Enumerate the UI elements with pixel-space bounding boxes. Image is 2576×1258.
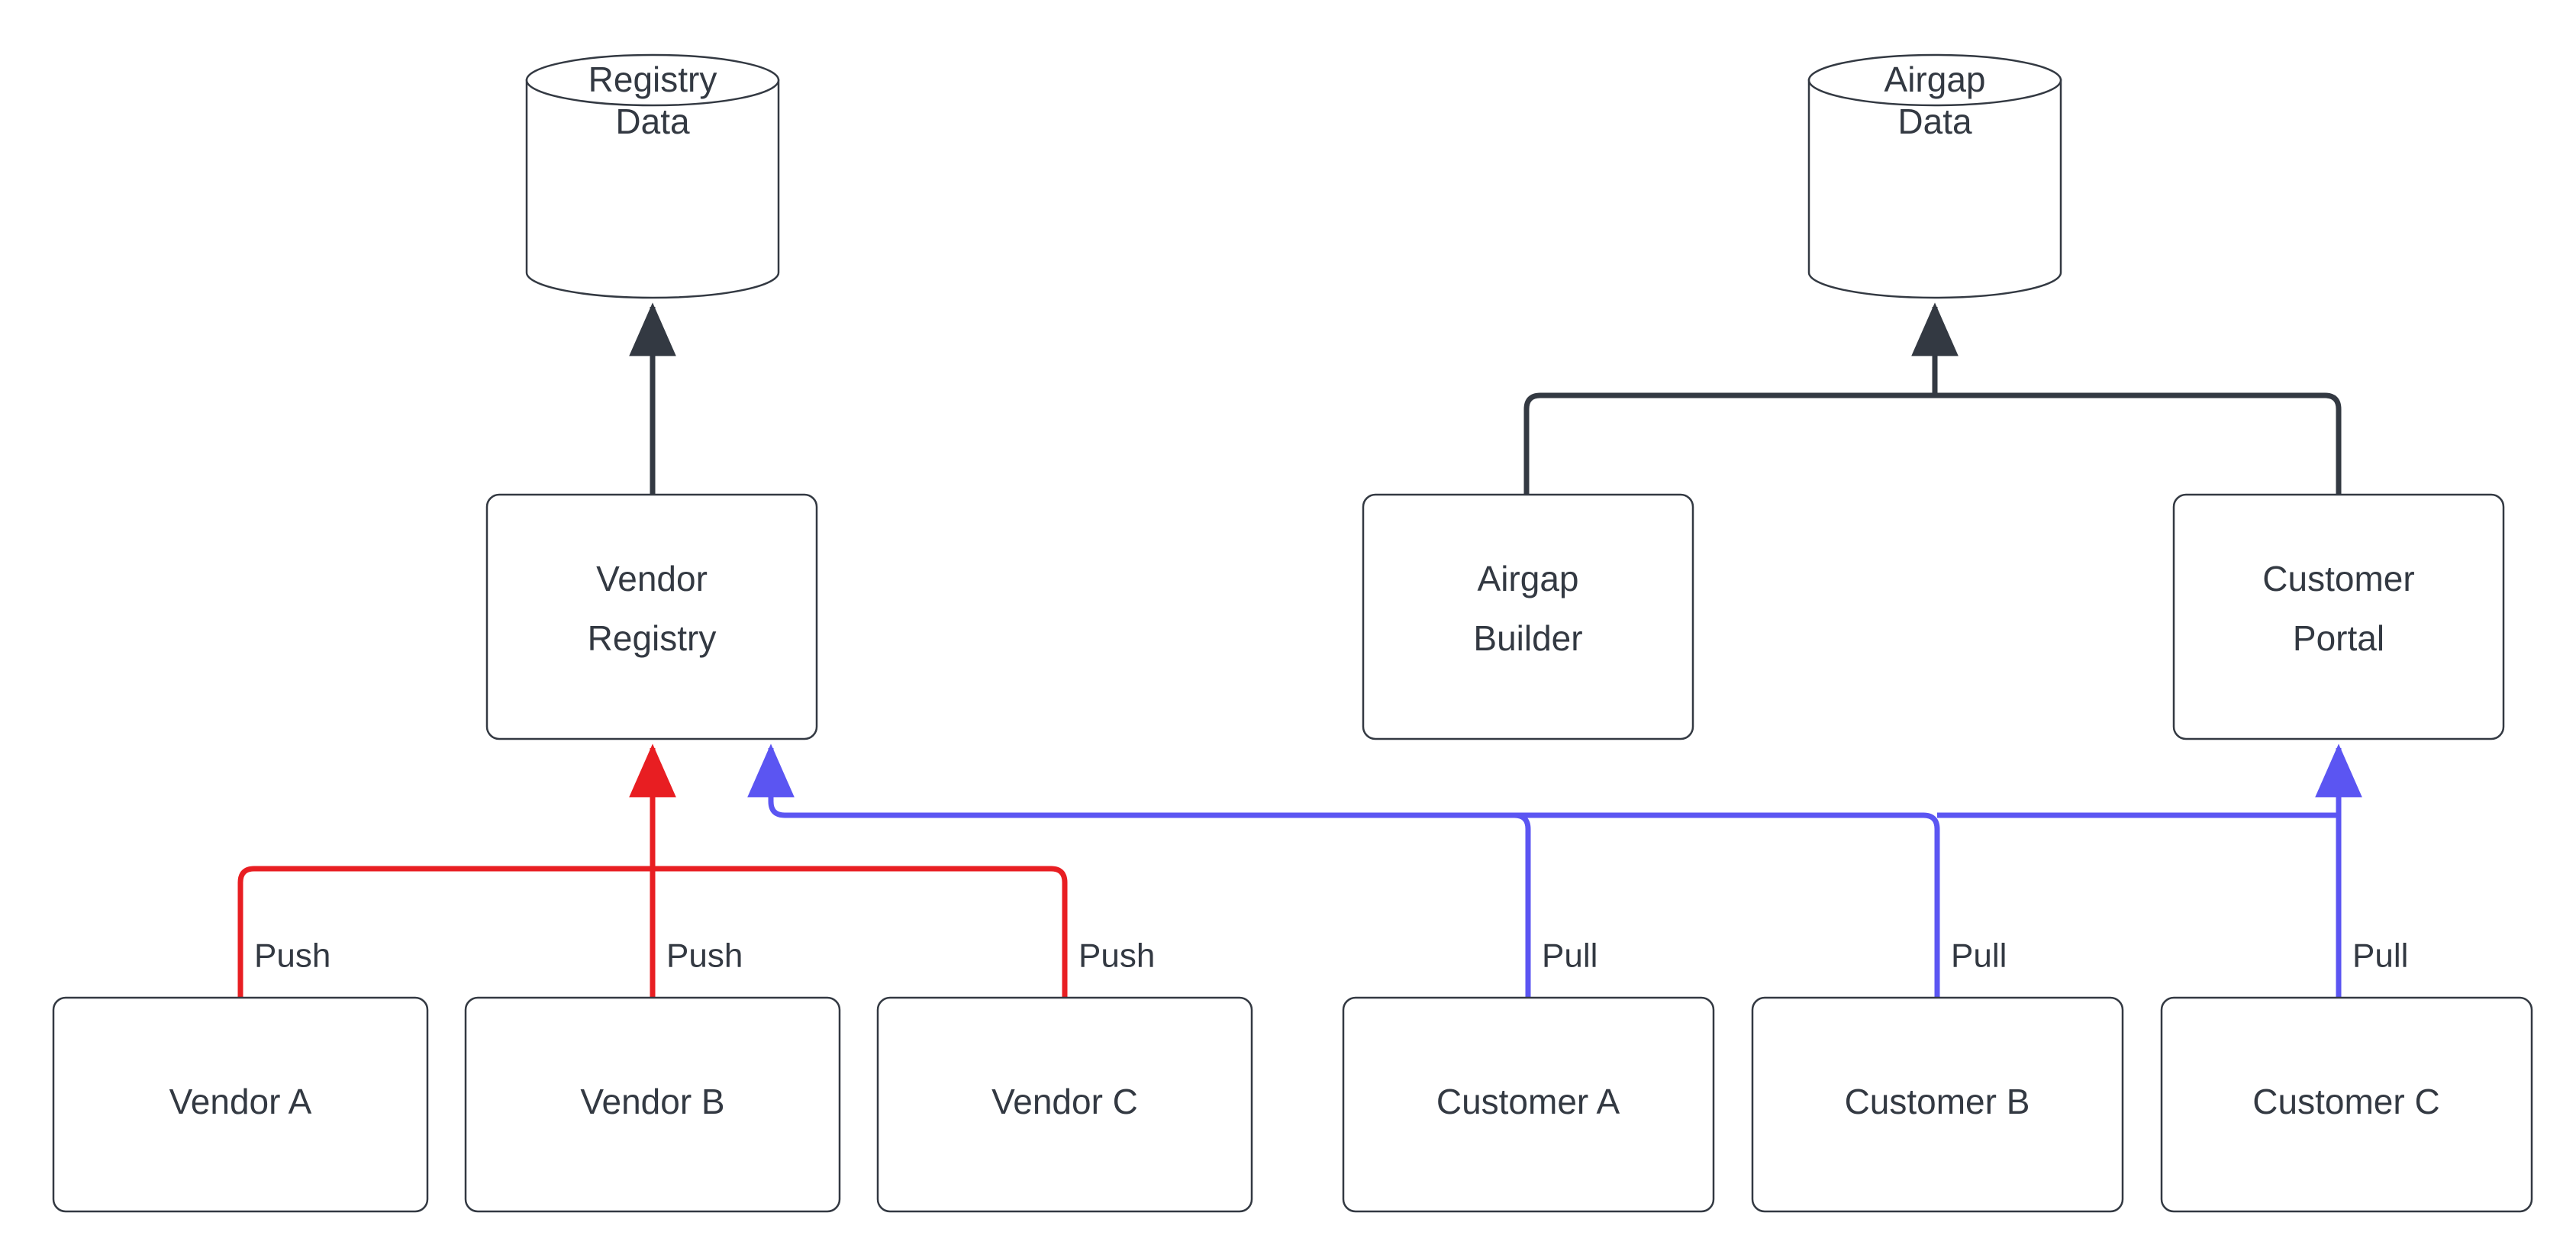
datastore-airgap-data-label-line2: Data xyxy=(1897,102,1972,141)
node-customer-a-label: Customer A xyxy=(1436,1082,1620,1121)
node-customer-b-label: Customer B xyxy=(1845,1082,2030,1121)
datastore-airgap-data-label-line1: Airgap xyxy=(1884,60,1986,99)
node-vendor-b[interactable]: Vendor B xyxy=(464,996,841,1213)
edge-customer-b-pull xyxy=(785,812,1940,998)
edge-label-push-vendor-a: Push xyxy=(254,937,330,975)
node-customer-portal-label-line2: Portal xyxy=(2293,618,2384,658)
node-vendor-c-label: Vendor C xyxy=(991,1082,1138,1121)
node-customer-portal[interactable]: Customer Portal xyxy=(2172,493,2505,740)
node-vendor-c[interactable]: Vendor C xyxy=(876,996,1253,1213)
node-vendor-registry-label-line1: Vendor xyxy=(596,559,708,598)
edge-label-pull-customer-c: Pull xyxy=(2352,937,2408,975)
edge-pull-bus-to-vendor-registry xyxy=(747,744,795,818)
edge-label-push-vendor-b: Push xyxy=(666,937,743,975)
edge-airgap-builder-to-airgap-data xyxy=(1523,392,1935,495)
edge-label-pull-customer-a: Pull xyxy=(1542,937,1598,975)
edge-customer-portal-to-airgap-data xyxy=(1935,392,2342,495)
node-vendor-registry[interactable]: Vendor Registry xyxy=(485,493,818,740)
datastore-registry-data-label-line1: Registry xyxy=(588,60,717,99)
node-customer-c-label: Customer C xyxy=(2252,1082,2439,1121)
edge-customer-a-pull xyxy=(785,812,1531,998)
node-airgap-builder-label-line1: Airgap xyxy=(1478,559,1579,598)
node-vendor-a-label: Vendor A xyxy=(169,1082,312,1121)
datastore-registry-data-label-line2: Data xyxy=(615,102,690,141)
node-airgap-builder[interactable]: Airgap Builder xyxy=(1362,493,1694,740)
node-customer-portal-label-line1: Customer xyxy=(2262,559,2414,598)
edge-vendor-a-push xyxy=(237,866,653,998)
node-customer-b[interactable]: Customer B xyxy=(1751,996,2124,1213)
node-vendor-a[interactable]: Vendor A xyxy=(52,996,429,1213)
node-customer-a[interactable]: Customer A xyxy=(1342,996,1715,1213)
edge-vendor-c-push xyxy=(653,866,1068,998)
node-customer-c[interactable]: Customer C xyxy=(2160,996,2533,1213)
node-vendor-b-label: Vendor B xyxy=(580,1082,724,1121)
edge-label-push-vendor-c: Push xyxy=(1078,937,1155,975)
datastore-airgap-data[interactable]: Airgap Data xyxy=(1807,53,2062,299)
datastore-registry-data[interactable]: Registry Data xyxy=(525,53,780,299)
node-airgap-builder-label-line2: Builder xyxy=(1473,618,1582,658)
edge-label-pull-customer-b: Pull xyxy=(1951,937,2007,975)
node-vendor-registry-label-line2: Registry xyxy=(588,618,717,658)
